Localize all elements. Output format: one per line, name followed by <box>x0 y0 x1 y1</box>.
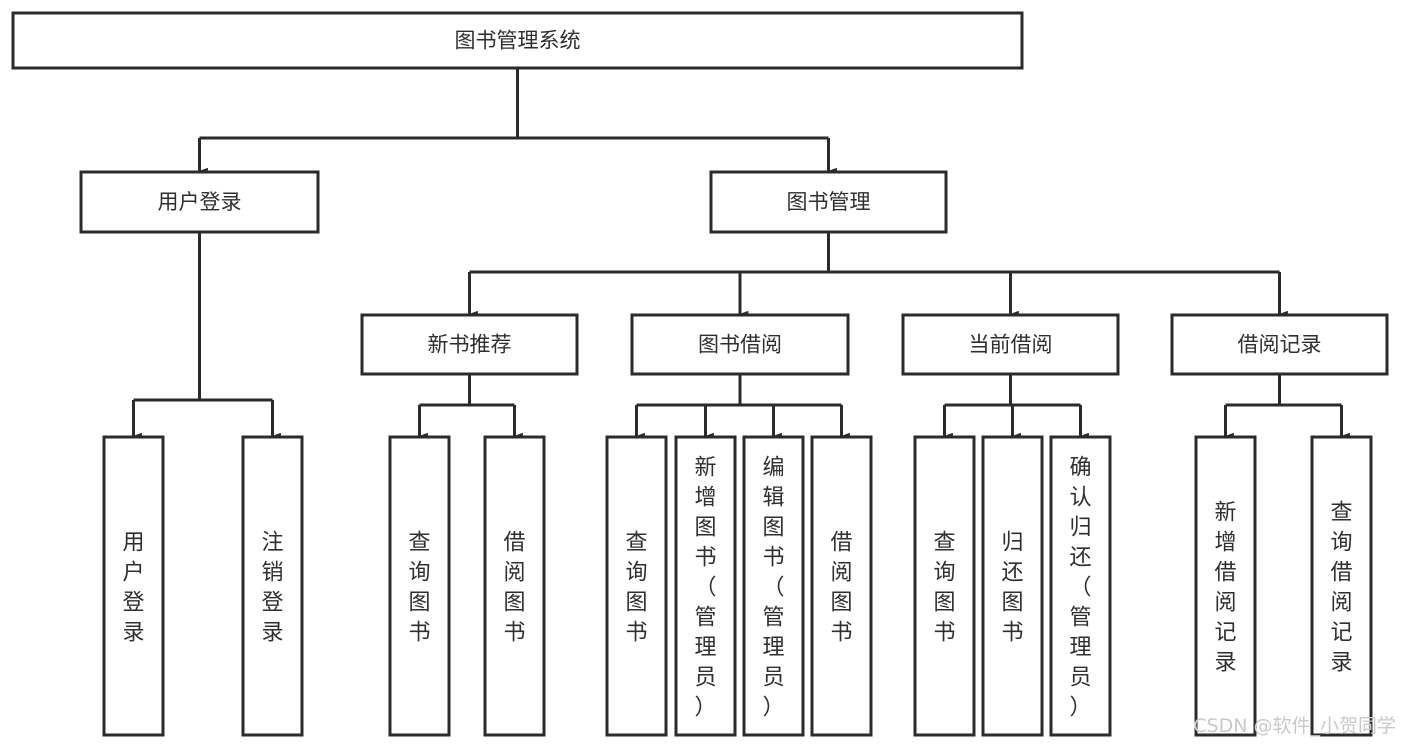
node-label-book-borrow: 图书借阅 <box>698 333 782 357</box>
node-leaf-add-book[interactable]: 新增图书（管理员） <box>674 435 737 737</box>
csdn-watermark: CSDN @软件_小贺同学 <box>1193 715 1396 737</box>
node-label-leaf-borrow-book-2: 借阅图书 <box>830 530 852 645</box>
node-label-leaf-borrow-book-1: 借阅图书 <box>503 530 525 645</box>
node-box-leaf-borrow-book-1 <box>483 435 546 737</box>
node-leaf-query-book-3[interactable]: 查询图书 <box>913 435 976 737</box>
node-box-current-borrow <box>901 313 1120 376</box>
node-box-leaf-borrow-book-2 <box>810 435 873 737</box>
node-label-leaf-query-book-3: 查询图书 <box>933 530 955 645</box>
node-label-leaf-user-login: 用户登录 <box>122 530 144 645</box>
node-label-current-borrow: 当前借阅 <box>969 333 1053 357</box>
node-box-leaf-logout-login <box>241 435 304 737</box>
node-box-leaf-return-book <box>981 435 1044 737</box>
node-leaf-return-book[interactable]: 归还图书 <box>981 435 1044 737</box>
node-new-book-recommend[interactable]: 新书推荐 <box>360 313 579 376</box>
node-box-leaf-confirm-return <box>1049 435 1112 737</box>
node-box-leaf-user-login <box>102 435 165 737</box>
node-leaf-logout-login[interactable]: 注销登录 <box>241 435 304 737</box>
node-label-root: 图书管理系统 <box>455 29 581 53</box>
node-label-leaf-return-book: 归还图书 <box>1001 530 1023 645</box>
node-box-book-borrow <box>630 313 850 376</box>
node-box-root <box>11 11 1024 70</box>
node-box-leaf-query-record <box>1310 435 1373 737</box>
node-box-new-book-recommend <box>360 313 579 376</box>
node-leaf-borrow-book-1[interactable]: 借阅图书 <box>483 435 546 737</box>
node-label-user-login: 用户登录 <box>158 190 242 214</box>
node-label-leaf-query-book-2: 查询图书 <box>625 530 647 645</box>
node-box-leaf-query-book-2 <box>605 435 668 737</box>
connector-layer <box>132 68 1350 440</box>
node-label-book-manage: 图书管理 <box>787 190 871 214</box>
node-leaf-add-record[interactable]: 新增借阅记录 <box>1194 435 1257 737</box>
node-current-borrow[interactable]: 当前借阅 <box>901 313 1120 376</box>
node-box-leaf-add-book <box>674 435 737 737</box>
node-root[interactable]: 图书管理系统 <box>11 11 1024 70</box>
node-leaf-confirm-return[interactable]: 确认归还（管理员） <box>1049 435 1112 737</box>
node-label-new-book-recommend: 新书推荐 <box>428 333 512 357</box>
node-leaf-borrow-book-2[interactable]: 借阅图书 <box>810 435 873 737</box>
node-book-manage[interactable]: 图书管理 <box>709 170 948 234</box>
node-book-borrow[interactable]: 图书借阅 <box>630 313 850 376</box>
node-layer: 图书管理系统用户登录图书管理新书推荐图书借阅当前借阅借阅记录用户登录注销登录查询… <box>11 11 1389 737</box>
node-leaf-query-book-2[interactable]: 查询图书 <box>605 435 668 737</box>
node-box-leaf-edit-book <box>742 435 805 737</box>
node-leaf-query-record[interactable]: 查询借阅记录 <box>1310 435 1373 737</box>
node-box-user-login <box>79 170 320 234</box>
node-box-leaf-query-book-1 <box>388 435 451 737</box>
node-label-leaf-query-record: 查询借阅记录 <box>1330 500 1352 675</box>
node-label-leaf-query-book-1: 查询图书 <box>408 530 430 645</box>
node-leaf-user-login[interactable]: 用户登录 <box>102 435 165 737</box>
node-label-borrow-record: 借阅记录 <box>1238 333 1322 357</box>
node-label-leaf-confirm-return: 确认归还（管理员） <box>1069 455 1091 720</box>
node-borrow-record[interactable]: 借阅记录 <box>1170 313 1389 376</box>
node-box-leaf-query-book-3 <box>913 435 976 737</box>
node-box-leaf-add-record <box>1194 435 1257 737</box>
node-label-leaf-edit-book: 编辑图书（管理员） <box>762 455 784 720</box>
node-label-leaf-add-record: 新增借阅记录 <box>1214 500 1236 675</box>
node-label-leaf-logout-login: 注销登录 <box>261 530 283 645</box>
node-user-login[interactable]: 用户登录 <box>79 170 320 234</box>
node-leaf-query-book-1[interactable]: 查询图书 <box>388 435 451 737</box>
node-label-leaf-add-book: 新增图书（管理员） <box>694 455 716 720</box>
node-box-book-manage <box>709 170 948 234</box>
node-leaf-edit-book[interactable]: 编辑图书（管理员） <box>742 435 805 737</box>
node-box-borrow-record <box>1170 313 1389 376</box>
